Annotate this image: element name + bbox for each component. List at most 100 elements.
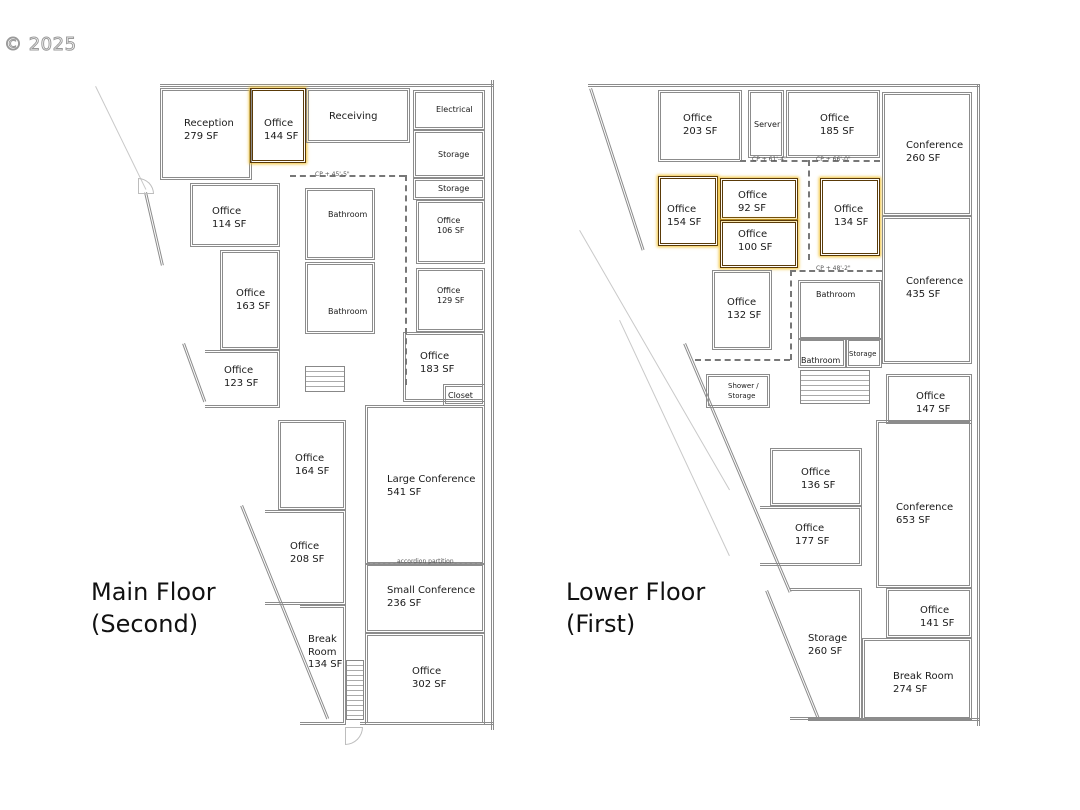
lower-room-bathroom-1[interactable] [798,280,882,340]
lower-outer-wall-top [588,84,980,92]
lower-room-office-132[interactable] [712,270,772,350]
lower-dimension-line-left [790,270,792,360]
lower-room-office-185[interactable] [786,90,880,158]
main-label-bathroom-2: Bathroom [328,307,368,316]
main-label-accordion-partition: accordion partition [397,558,454,565]
lower-dimension-line-center [808,160,810,260]
main-room-office-208[interactable] [265,510,346,605]
main-label-dimension-top: CP + 45'-5" [315,171,350,178]
lower-room-office-100[interactable] [720,220,798,268]
lower-room-conference-435[interactable] [882,216,972,364]
main-room-office-164[interactable] [278,420,346,510]
main-accordion-partition-line [370,563,480,564]
main-room-office-163[interactable] [220,250,280,350]
main-floor-title: Main Floor (Second) [91,578,216,638]
lower-floor-title: Lower Floor (First) [566,578,706,638]
main-room-bathroom-2[interactable] [305,262,375,334]
lower-room-office-92[interactable] [720,178,798,220]
main-stairs-south [346,660,364,720]
main-room-office-123[interactable] [205,350,280,408]
lower-room-storage-260[interactable] [790,588,862,720]
lower-label-bathroom-2: Bathroom [801,356,841,365]
lower-outer-wall-right [970,84,980,726]
lower-label-bathroom-1: Bathroom [816,290,856,299]
lower-room-office-136[interactable] [770,448,862,506]
main-room-storage-1[interactable] [413,130,485,178]
lower-room-office-154[interactable] [658,176,718,246]
main-door-south[interactable] [345,727,363,745]
main-label-closet: Closet [448,391,473,400]
lower-room-conference-260[interactable] [882,92,972,216]
main-label-bathroom-1: Bathroom [328,210,368,219]
lower-dimension-line-mid [790,270,882,272]
main-dimension-line-right [405,175,407,385]
main-room-storage-2[interactable] [413,178,485,200]
lower-label-dimension-1: CP + 61'-4" [752,156,787,163]
main-room-small-conference[interactable] [365,563,485,633]
lower-site-line-2 [619,320,730,557]
lower-room-bathroom-2[interactable] [798,338,846,368]
lower-room-break-room[interactable] [862,638,972,720]
main-room-closet[interactable] [443,384,485,406]
lower-room-office-134[interactable] [820,178,880,256]
lower-room-office-177[interactable] [760,506,862,566]
main-stairs-center [305,366,345,392]
main-room-bathroom-1[interactable] [305,188,375,260]
main-room-receiving[interactable] [306,88,410,143]
lower-label-shower-storage: Shower /Storage [728,382,759,400]
main-room-office-144[interactable] [250,88,306,163]
lower-stairs [800,370,870,404]
main-room-office-106[interactable] [416,200,485,264]
lower-label-server: Server [754,120,781,129]
lower-room-shower-storage[interactable] [706,374,770,408]
lower-room-conference-653[interactable] [876,420,972,588]
main-room-break-room[interactable] [300,605,346,725]
lower-label-dimension-3: CP + 48'-2" [816,265,851,272]
main-room-office-129[interactable] [416,268,485,332]
lower-room-office-203[interactable] [658,90,742,162]
copyright-watermark: © 2025 [4,34,77,56]
main-label-electrical: Electrical [436,105,473,114]
lower-label-storage-small: Storage [849,350,877,358]
lower-label-dimension-2: CP + 66'-0" [816,156,851,163]
lower-dimension-line-top [740,160,880,162]
main-door-entry[interactable] [138,178,154,194]
main-label-storage-2: Storage [438,184,470,193]
lower-room-server[interactable] [748,90,784,158]
main-room-electrical[interactable] [413,90,485,130]
lower-room-storage-small[interactable] [846,338,882,368]
lower-room-office-141[interactable] [886,588,972,638]
lower-dimension-line-bottom [695,359,790,361]
main-diagonal-wall-mid [179,343,207,404]
main-outer-wall-right [482,80,494,730]
main-room-office-114[interactable] [190,183,280,247]
main-label-receiving: Receiving [329,111,378,122]
main-room-office-302[interactable] [365,633,485,725]
